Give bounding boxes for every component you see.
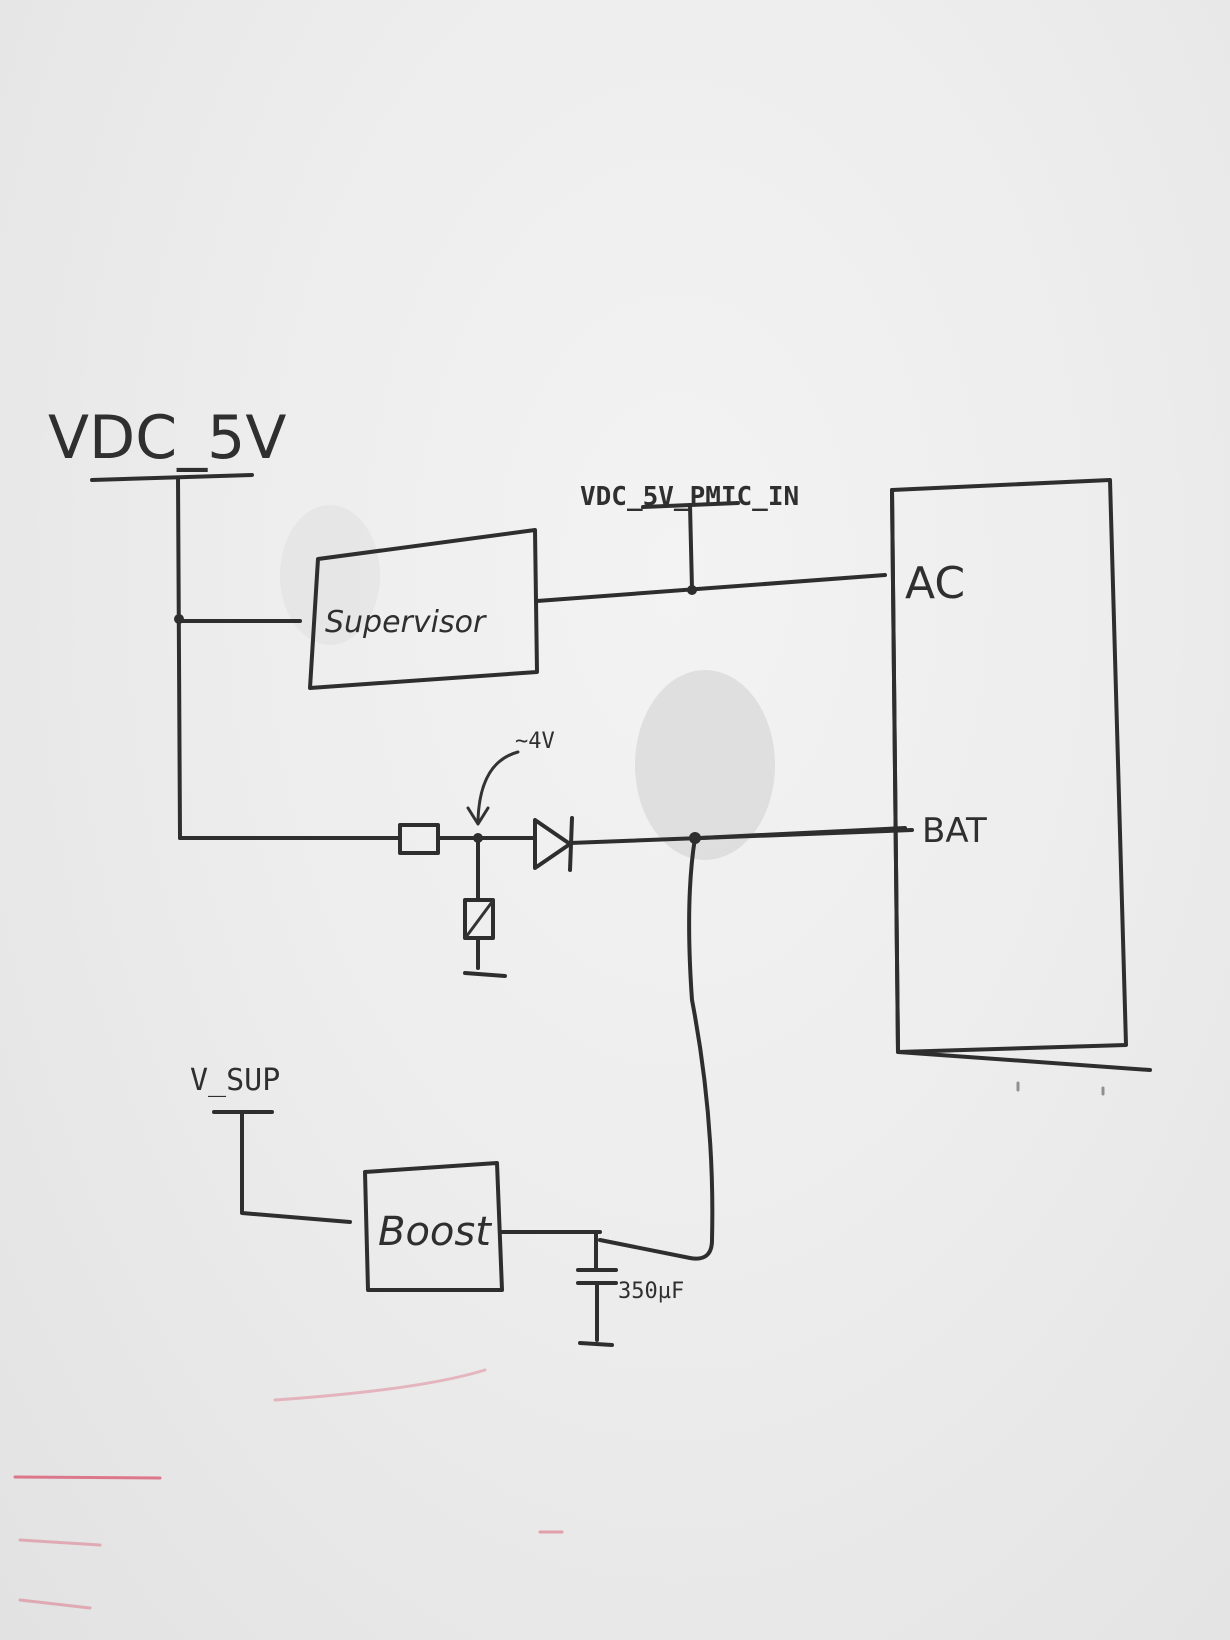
bat-wire-overstroke xyxy=(698,826,907,840)
supervisor-block xyxy=(308,528,539,690)
pmic-block-edge xyxy=(890,488,1152,1072)
junction-dot xyxy=(687,585,697,595)
fuse-element xyxy=(398,823,440,855)
ground-symbol xyxy=(578,1341,614,1347)
zener-diode-bar xyxy=(464,900,494,939)
supervisor-label: Supervisor xyxy=(325,605,487,640)
eraser-smudge xyxy=(635,670,775,860)
annotation-arrow xyxy=(476,750,520,822)
pin-bat-label: BAT xyxy=(922,811,987,851)
annotation-arrowhead xyxy=(466,806,490,826)
pink-marker-stroke xyxy=(273,1368,487,1402)
vdc-5v-vertical-wire xyxy=(176,476,182,840)
eraser-smudge xyxy=(280,505,380,645)
bat-to-boost-wire xyxy=(598,836,715,1261)
zener-voltage-label: ~4V xyxy=(515,729,555,754)
vdc-5v-label: VDC_5V xyxy=(48,403,286,473)
pink-marker-stroke xyxy=(18,1598,92,1610)
boost-label: Boost xyxy=(378,1209,492,1255)
v-sup-label: V_SUP xyxy=(190,1063,280,1098)
pmic-in-net-stub xyxy=(688,503,694,591)
pink-marker-stroke xyxy=(13,1475,162,1480)
vdc-5v-rail-bar xyxy=(90,473,254,482)
boost-block xyxy=(363,1161,504,1292)
pink-marker-stroke xyxy=(18,1538,102,1547)
series-diode xyxy=(533,818,572,870)
capacitor-value-label: 350µF xyxy=(618,1279,684,1304)
ground-symbol xyxy=(463,971,507,978)
pin-ac-label: AC xyxy=(905,558,965,609)
v-sup-wire xyxy=(240,1110,352,1224)
supervisor-output-wire xyxy=(535,573,887,603)
